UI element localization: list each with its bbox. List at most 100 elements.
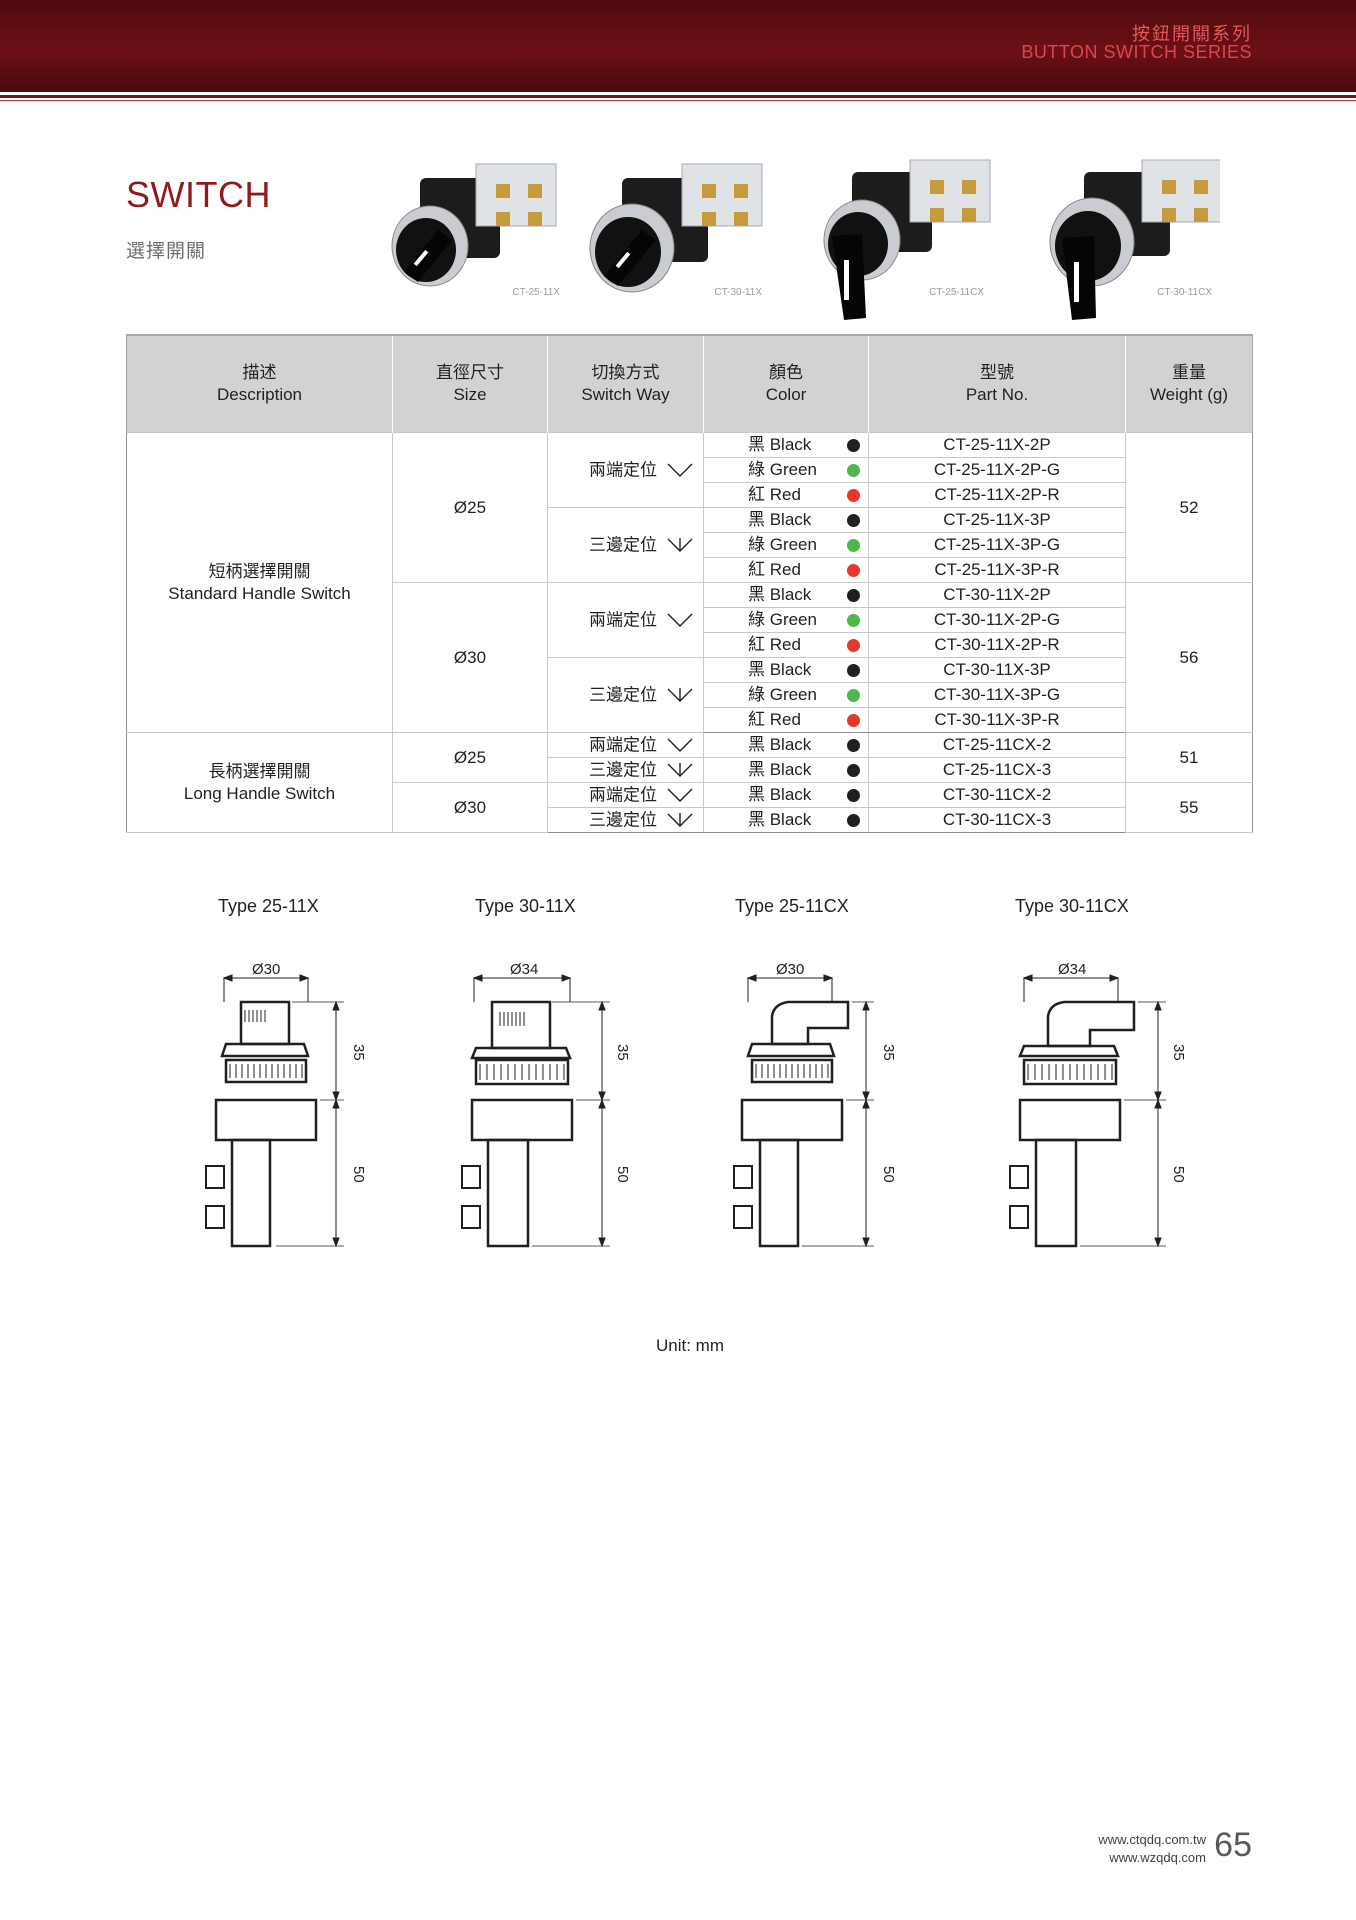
part-no-cell: CT-30-11X-3P [868, 657, 1126, 683]
color-cell: 黑 Black [703, 432, 869, 458]
part-no-cell: CT-25-11X-3P-R [868, 557, 1126, 583]
height-bottom-label: 50 [614, 1166, 631, 1183]
product-image: CT-25-11CX [792, 150, 992, 320]
height-bottom-label: 50 [350, 1166, 367, 1183]
table-row: 綠 Green CT-25-11X-3P-G [127, 532, 1253, 558]
drawing-type-label: Type 30-11CX [1015, 896, 1129, 916]
diameter-label: Ø30 [776, 961, 804, 978]
color-dot-icon [847, 439, 860, 452]
diameter-label: Ø30 [252, 961, 280, 978]
color-dot-icon [847, 764, 860, 777]
color-cell: 綠 Green [703, 682, 869, 708]
switch-way-cell: 兩端定位 [547, 582, 704, 658]
color-cell: 紅 Red [703, 632, 869, 658]
three-position-icon [667, 763, 693, 778]
two-position-icon [667, 463, 693, 478]
part-no-cell: CT-25-11CX-3 [868, 757, 1126, 783]
dimension-drawing: Ø30 35 50 [726, 960, 906, 1255]
table-row: 綠 Green CT-30-11X-2P-G [127, 607, 1253, 633]
size-cell: Ø25 [392, 732, 548, 783]
color-dot-icon [847, 814, 860, 827]
footer-url-link[interactable]: www.wzqdq.com [1109, 1850, 1206, 1865]
part-no-cell: CT-25-11CX-2 [868, 732, 1126, 758]
weight-cell: 52 [1125, 432, 1253, 583]
table-row: 紅 Red CT-25-11X-3P-R [127, 557, 1253, 583]
part-no-cell: CT-25-11X-3P-G [868, 532, 1126, 558]
switch-way-cell: 兩端定位 [547, 432, 704, 508]
color-cell: 紅 Red [703, 482, 869, 508]
color-dot-icon [847, 589, 860, 602]
color-cell: 綠 Green [703, 532, 869, 558]
part-no-cell: CT-30-11X-2P-G [868, 607, 1126, 633]
part-no-cell: CT-30-11CX-2 [868, 782, 1126, 808]
part-no-cell: CT-30-11X-3P-R [868, 707, 1126, 733]
weight-cell: 56 [1125, 582, 1253, 733]
dimension-drawing: Ø34 35 50 [452, 960, 632, 1255]
height-top-label: 35 [1170, 1044, 1184, 1061]
dimension-drawing: Ø30 35 50 [196, 960, 376, 1255]
color-cell: 綠 Green [703, 607, 869, 633]
footer-url-link[interactable]: www.ctqdq.com.tw [1098, 1832, 1206, 1847]
part-no-cell: CT-25-11X-2P [868, 432, 1126, 458]
table-row: 綠 Green CT-30-11X-3P-G [127, 682, 1253, 708]
switch-way-cell: 兩端定位 [547, 782, 704, 808]
switch-way-cell: 兩端定位 [547, 732, 704, 758]
color-cell: 黑 Black [703, 807, 869, 833]
color-cell: 黑 Black [703, 657, 869, 683]
color-dot-icon [847, 689, 860, 702]
product-caption: CT-25-11CX [929, 287, 984, 298]
color-dot-icon [847, 564, 860, 577]
table-row: 綠 Green CT-25-11X-2P-G [127, 457, 1253, 483]
series-title-en: BUTTON SWITCH SERIES [1021, 42, 1252, 62]
three-position-icon [667, 538, 693, 553]
color-dot-icon [847, 464, 860, 477]
height-top-label: 35 [350, 1044, 367, 1061]
part-no-cell: CT-30-11X-3P-G [868, 682, 1126, 708]
product-image: CT-30-11X [570, 150, 770, 320]
table-row: 三邊定位 黑 Black CT-30-11CX-3 [127, 807, 1253, 833]
color-dot-icon [847, 639, 860, 652]
drawing-type-label: Type 30-11X [475, 896, 576, 916]
part-no-cell: CT-30-11X-2P [868, 582, 1126, 608]
two-position-icon [667, 738, 693, 753]
switch-way-cell: 三邊定位 [547, 507, 704, 583]
product-caption: CT-30-11CX [1157, 287, 1212, 298]
color-dot-icon [847, 714, 860, 727]
header-divider [0, 95, 1356, 98]
color-cell: 綠 Green [703, 457, 869, 483]
color-cell: 黑 Black [703, 507, 869, 533]
section-title: SWITCH [126, 174, 271, 215]
table-row: 紅 Red CT-30-11X-3P-R [127, 707, 1253, 733]
product-image: CT-30-11CX [1020, 150, 1223, 320]
diameter-label: Ø34 [1058, 961, 1086, 978]
color-dot-icon [847, 789, 860, 802]
switch-way-cell: 三邊定位 [547, 657, 704, 733]
product-caption: CT-30-11X [714, 287, 762, 298]
diameter-label: Ø34 [510, 961, 538, 978]
weight-cell: 51 [1125, 732, 1253, 783]
page-number: 65 [1214, 1826, 1252, 1864]
two-position-icon [667, 788, 693, 803]
color-dot-icon [847, 664, 860, 677]
drawing-type-label: Type 25-11CX [735, 896, 849, 916]
height-top-label: 35 [614, 1044, 631, 1061]
part-no-cell: CT-25-11X-2P-G [868, 457, 1126, 483]
color-dot-icon [847, 514, 860, 527]
color-dot-icon [847, 614, 860, 627]
table-row: 三邊定位 黑 Black CT-25-11X-3P [127, 507, 1253, 583]
product-caption: CT-25-11X [512, 287, 560, 298]
height-bottom-label: 50 [1170, 1166, 1184, 1183]
size-cell: Ø30 [392, 582, 548, 733]
switch-way-cell: 三邊定位 [547, 757, 704, 783]
color-cell: 黑 Black [703, 732, 869, 758]
color-dot-icon [847, 739, 860, 752]
table-row: 三邊定位 黑 Black CT-25-11CX-3 [127, 757, 1253, 783]
switch-way-cell: 三邊定位 [547, 807, 704, 833]
color-cell: 黑 Black [703, 582, 869, 608]
table-row: 三邊定位 黑 Black CT-30-11X-3P [127, 657, 1253, 733]
